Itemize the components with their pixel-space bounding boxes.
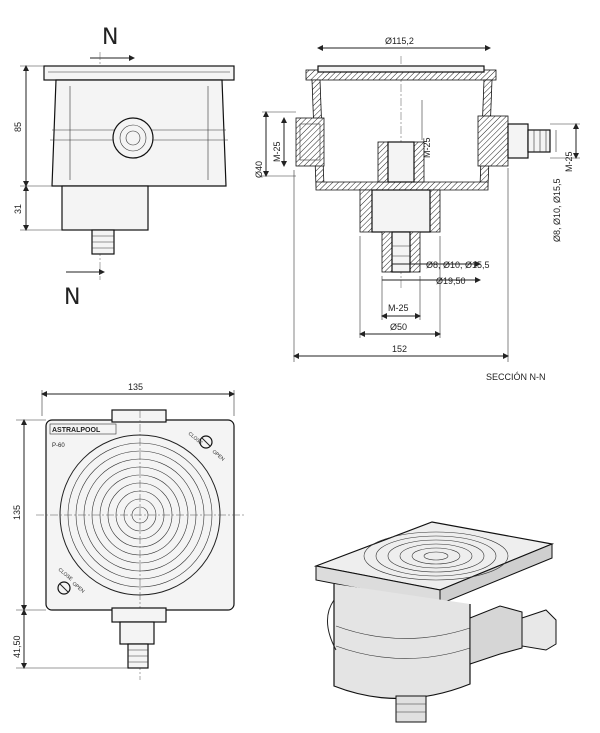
- isometric-view: [313, 521, 557, 723]
- front-lower-cylinder: [61, 185, 149, 231]
- dim-bottom-31: 31: [13, 204, 23, 214]
- dim-left-diameter: Ø40: [254, 161, 264, 178]
- top-union: [119, 621, 155, 645]
- iso-right-spigot: [521, 609, 557, 651]
- iso-body: [333, 584, 471, 700]
- top-tab-upper: [111, 409, 167, 423]
- dim-bottom-thread: M-25: [388, 303, 409, 313]
- dim-left-thread: M-25: [272, 141, 282, 162]
- top-view: 135 ASTRALPOOL P-60 CLOSE OPEN: [12, 382, 244, 680]
- section-caption: SECCIÓN N-N: [486, 372, 546, 382]
- top-tab-lower: [111, 607, 167, 623]
- section-right-union: [507, 123, 529, 159]
- section-right-spigot: [527, 129, 551, 153]
- iso-grid-rings: [363, 531, 509, 581]
- dim-right-thread: M-25: [564, 151, 574, 172]
- dim-bottom-1950: Ø19,50: [436, 276, 466, 286]
- section-right-port: [477, 115, 509, 167]
- dim-center-thread: M-25: [422, 137, 432, 158]
- dim-top-height: 135: [12, 505, 22, 520]
- section-mark-bottom: N: [64, 285, 80, 310]
- section-mark-top: N: [102, 25, 118, 50]
- dim-right-diameters: Ø8, Ø10, Ø15,5: [552, 178, 562, 242]
- iso-right-union: [469, 605, 523, 665]
- dim-bottom-diameters: Ø8, Ø10, Ø15,5: [426, 260, 490, 270]
- model-label: P-60: [52, 443, 65, 449]
- section-floor: [315, 181, 489, 191]
- brand-label: ASTRALPOOL: [52, 427, 101, 434]
- dim-bottom-50: Ø50: [390, 322, 407, 332]
- dim-height-85: 85: [13, 122, 23, 132]
- front-view: N N 85 31: [13, 25, 235, 310]
- front-lid: [43, 65, 235, 81]
- iso-bottom-spigot: [395, 695, 427, 723]
- dim-spigot: 41,50: [12, 635, 22, 658]
- section-left-port: [295, 117, 325, 167]
- section-view: Ø115,2 Ø40 M-25: [254, 36, 580, 382]
- dim-top-diameter: Ø115,2: [385, 36, 414, 46]
- dim-top-width: 135: [128, 382, 143, 392]
- front-connector-outer: [112, 117, 154, 159]
- dim-section-width: 152: [392, 344, 407, 354]
